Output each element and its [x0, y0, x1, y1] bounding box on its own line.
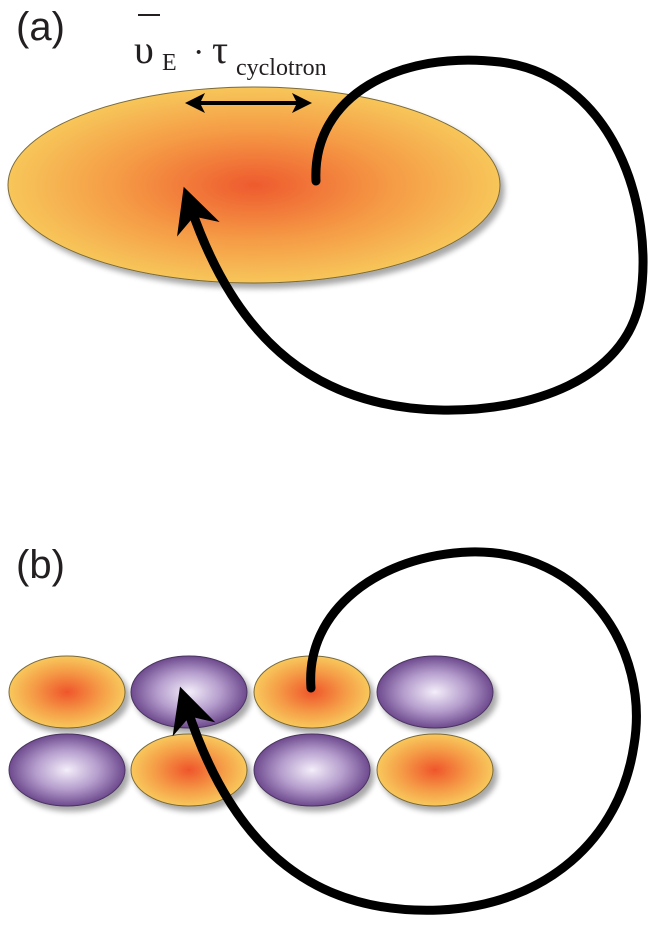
- panel-b: (b): [8, 543, 641, 915]
- formula-v-subscript: E: [162, 50, 177, 76]
- purple-ellipse: [8, 733, 126, 807]
- orange-ellipse: [8, 655, 126, 729]
- purple-ellipse: [253, 733, 371, 807]
- panel-a-label: (a): [16, 5, 65, 49]
- formula-dot: ·: [193, 34, 204, 71]
- formula-tau-symbol: τ: [212, 27, 228, 72]
- panel-b-label: (b): [16, 543, 65, 587]
- panel-a: (a) υ E · τ cyclotron: [7, 5, 648, 415]
- ellipse-grid: [8, 655, 494, 807]
- formula-tau-subscript: cyclotron: [236, 55, 327, 81]
- orange-ellipse: [376, 733, 494, 807]
- orbit-arrow-a: [177, 55, 648, 415]
- purple-ellipse: [376, 655, 494, 729]
- large-orange-ellipse: [7, 86, 501, 284]
- orbit-arrow-b: [172, 547, 641, 915]
- drift-formula: υ E · τ cyclotron: [134, 14, 327, 81]
- formula-v-symbol: υ: [134, 27, 154, 72]
